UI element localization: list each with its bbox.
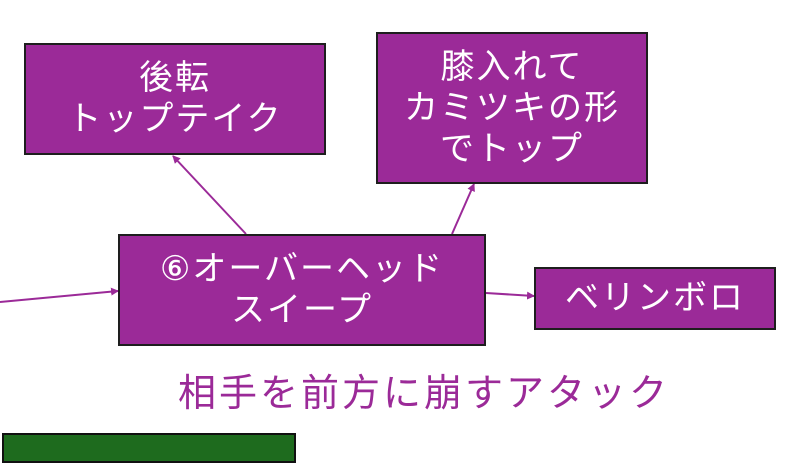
edge-overhead-sweep-to-knee-in: [451, 183, 475, 235]
knee-in-top-node: 膝入れて カミツキの形 でトップ: [376, 32, 648, 184]
knee-in-line-1: 膝入れて: [440, 46, 584, 87]
bottom-green-box: [2, 433, 296, 463]
back-roll-line-2: トップテイク: [67, 99, 283, 139]
overhead-sweep-node: ⑥オーバーヘッド スイープ: [118, 234, 486, 346]
edge-incoming-to-overhead-sweep: [0, 287, 119, 303]
overhead-sweep-line-1: ⑥オーバーヘッド: [159, 249, 445, 289]
edges-layer: [0, 155, 535, 303]
berimbolo-node: ベリンボロ: [534, 267, 776, 330]
back-roll-line-1: 後転: [139, 58, 211, 98]
overhead-sweep-line-2: スイープ: [231, 290, 373, 330]
section-caption: 相手を前方に崩すアタック: [178, 371, 671, 415]
berimbolo-label: ベリンボロ: [565, 278, 745, 318]
back-roll-top-take-node: 後転 トップテイク: [24, 43, 326, 155]
knee-in-line-2: カミツキの形: [404, 87, 620, 128]
knee-in-line-3: でトップ: [440, 128, 584, 169]
edge-overhead-sweep-to-berimbolo: [485, 291, 535, 300]
edge-overhead-sweep-to-back-roll: [172, 155, 247, 235]
